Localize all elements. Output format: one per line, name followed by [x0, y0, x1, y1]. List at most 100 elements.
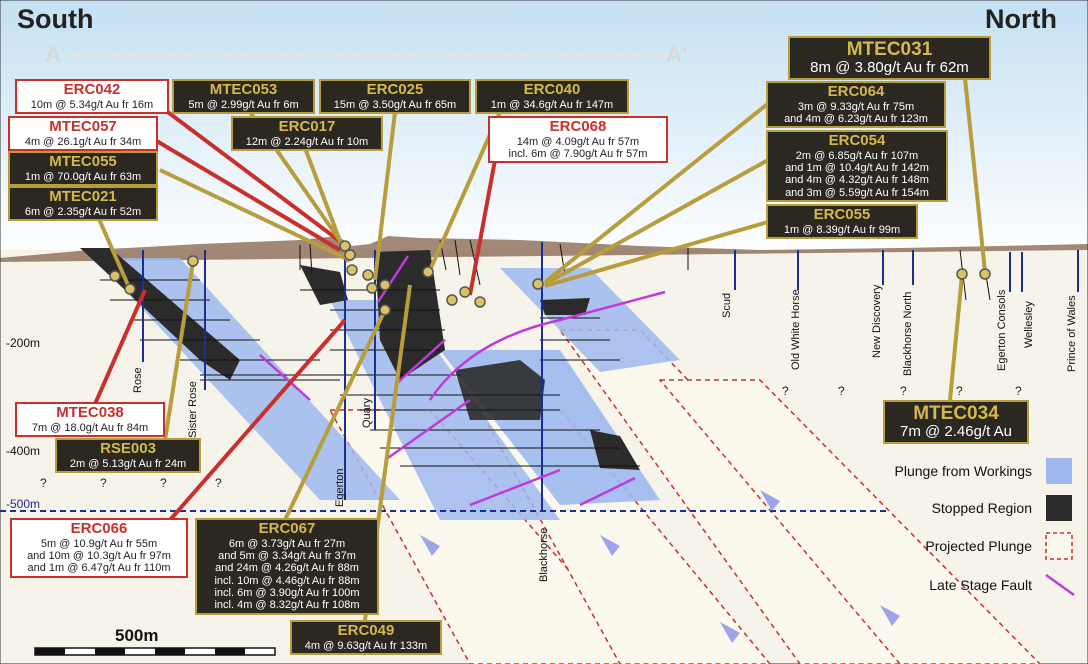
callout-line: 1m @ 34.6g/t Au fr 147m: [490, 98, 614, 111]
callout-line: and 4m @ 6.23g/t Au fr 123m: [784, 113, 928, 126]
callout-mtec057: MTEC057 4m @ 26.1g/t Au fr 34m: [8, 116, 158, 152]
section-end-label: A’: [666, 42, 689, 67]
unknown-mark: ?: [40, 476, 47, 490]
shaft-label-wellesley: Wellesley: [1023, 301, 1035, 348]
callout-line: 4m @ 9.63g/t Au fr 133m: [304, 639, 428, 652]
callout-line: 3m @ 9.33g/t Au fr 75m: [797, 100, 915, 113]
callout-line: incl. 6m @ 3.90g/t Au fr 100m: [214, 587, 360, 600]
callout-line: 8m @ 3.80g/t Au fr 62m: [810, 59, 969, 77]
callout-mtec038: MTEC038 7m @ 18.0g/t Au fr 84m: [15, 402, 165, 438]
callout-line: 1m @ 70.0g/t Au fr 63m: [24, 170, 142, 183]
callout-line: and 1m @ 6.47g/t Au fr 110m: [27, 562, 171, 575]
unknown-mark: ?: [215, 476, 222, 490]
unknown-mark: ?: [100, 476, 107, 490]
unknown-mark: ?: [1015, 384, 1022, 398]
legend-swatch-stoped: [1046, 495, 1072, 521]
callout-erc068: ERC068 14m @ 4.09g/t Au fr 57m incl. 6m …: [488, 116, 668, 164]
callout-erc054: ERC054 2m @ 6.85g/t Au fr 107m and 1m @ …: [766, 130, 948, 203]
callout-line: 10m @ 5.34g/t Au fr 16m: [30, 98, 154, 111]
unknown-mark: ?: [900, 384, 907, 398]
callout-mtec053: MTEC053 5m @ 2.99g/t Au fr 6m: [172, 79, 315, 115]
callout-title: MTEC057: [49, 118, 117, 135]
callout-mtec021: MTEC021 6m @ 2.35g/t Au fr 52m: [8, 186, 158, 222]
legend-swatches: [1045, 458, 1075, 597]
callout-line: and 24m @ 4.26g/t Au fr 88m: [215, 562, 359, 575]
callout-erc067: ERC067 6m @ 3.73g/t Au fr 27m and 5m @ 3…: [195, 518, 379, 615]
plunge-arrows: [420, 490, 900, 643]
callout-line: 7m @ 2.46g/t Au: [900, 423, 1012, 441]
shaft-label-egerton: Egerton: [334, 468, 346, 507]
callout-erc017: ERC017 12m @ 2.24g/t Au fr 10m: [231, 116, 383, 152]
shaft-label-blackhorse-north: Blackhorse North: [902, 291, 914, 376]
callout-leaders: [93, 77, 987, 621]
legend-label-fault: Late Stage Fault: [929, 577, 1032, 593]
shaft-label-quary: Quary: [361, 398, 373, 428]
gold-intercepts: [109, 240, 991, 316]
callout-line: and 1m @ 10.4g/t Au fr 142m: [785, 162, 929, 175]
callout-title: ERC064: [827, 83, 885, 100]
unknown-mark: ?: [160, 476, 167, 490]
unknown-mark: ?: [782, 384, 789, 398]
callout-title: MTEC034: [913, 403, 999, 424]
callout-mtec055: MTEC055 1m @ 70.0g/t Au fr 63m: [8, 151, 158, 187]
callout-title: ERC017: [278, 118, 336, 135]
surface-line: [0, 236, 1088, 262]
shaft-label-old-white-horse: Old White Horse: [790, 289, 802, 370]
legend-swatch-fault: [1045, 573, 1075, 597]
callout-title: ERC066: [70, 520, 128, 537]
shaft-label-sister-rose: Sister Rose: [187, 381, 199, 438]
shaft-label-prince-of-wales: Prince of Wales: [1066, 295, 1078, 372]
callout-title: ERC068: [549, 118, 607, 135]
legend-label-stopped: Stopped Region: [931, 500, 1032, 516]
callout-erc042: ERC042 10m @ 5.34g/t Au fr 16m: [15, 79, 169, 115]
shaft-label-new-discovery: New Discovery: [871, 284, 883, 358]
shaft-label-egerton-consols: Egerton Consols: [996, 289, 1008, 371]
depth-label-400: -400m: [6, 444, 41, 458]
callout-title: ERC055: [813, 206, 871, 223]
callout-erc064: ERC064 3m @ 9.33g/t Au fr 75m and 4m @ 6…: [766, 81, 946, 129]
legend-swatch-plunge: [1046, 458, 1072, 484]
south-label: South: [17, 4, 94, 34]
callout-line: 1m @ 8.39g/t Au fr 99m: [783, 223, 901, 236]
callout-rse003: RSE003 2m @ 5.13g/t Au fr 24m: [55, 438, 201, 474]
legend-label-plunge: Plunge from Workings: [894, 463, 1032, 479]
callout-title: ERC042: [63, 81, 121, 98]
callout-title: ERC025: [366, 81, 424, 98]
callout-title: MTEC055: [49, 153, 117, 170]
legend-swatch-projected: [1045, 532, 1073, 560]
scale-bar-graphic: [34, 647, 276, 656]
stoped-regions: [80, 248, 640, 470]
underground-levels: [100, 279, 640, 467]
depth-label-500: -500m: [6, 497, 41, 511]
callout-title: MTEC038: [56, 404, 124, 421]
callout-erc055: ERC055 1m @ 8.39g/t Au fr 99m: [766, 204, 918, 240]
callout-mtec034: MTEC034 7m @ 2.46g/t Au: [883, 400, 1029, 445]
callout-line: 6m @ 2.35g/t Au fr 52m: [24, 205, 142, 218]
shaft-label-scud: Scud: [721, 292, 733, 318]
callout-erc049: ERC049 4m @ 9.63g/t Au fr 133m: [290, 620, 442, 656]
callout-title: ERC067: [258, 520, 316, 537]
callout-line: 14m @ 4.09g/t Au fr 57m: [516, 135, 640, 148]
callout-line: 5m @ 10.9g/t Au fr 55m: [40, 537, 158, 550]
legend-label-projected: Projected Plunge: [925, 538, 1032, 554]
callout-line: 6m @ 3.73g/t Au fr 27m: [228, 537, 346, 550]
callout-erc066: ERC066 5m @ 10.9g/t Au fr 55m and 10m @ …: [10, 518, 188, 578]
callout-line: 2m @ 5.13g/t Au fr 24m: [69, 457, 187, 470]
callout-title: MTEC021: [49, 188, 117, 205]
callout-title: MTEC053: [209, 81, 278, 98]
callout-line: incl. 4m @ 8.32g/t Au fr 108m: [214, 599, 360, 612]
callout-line: 2m @ 6.85g/t Au fr 107m: [795, 149, 919, 162]
callout-line: 7m @ 18.0g/t Au fr 84m: [31, 421, 149, 434]
depth-label-200: -200m: [6, 336, 41, 350]
unknown-mark: ?: [838, 384, 845, 398]
callout-line: and 10m @ 10.3g/t Au fr 97m: [27, 550, 171, 563]
callout-erc040: ERC040 1m @ 34.6g/t Au fr 147m: [475, 79, 629, 115]
callout-line: incl. 10m @ 4.46g/t Au fr 88m: [214, 574, 360, 587]
callout-title: ERC054: [828, 132, 886, 149]
callout-title: ERC049: [337, 622, 395, 639]
callout-mtec031: MTEC031 8m @ 3.80g/t Au fr 62m: [788, 36, 991, 81]
callout-line: 15m @ 3.50g/t Au fr 65m: [333, 98, 457, 111]
callout-line: and 5m @ 3.34g/t Au fr 37m: [218, 550, 356, 563]
shaft-label-blackhorse: Blackhorse: [538, 527, 550, 582]
